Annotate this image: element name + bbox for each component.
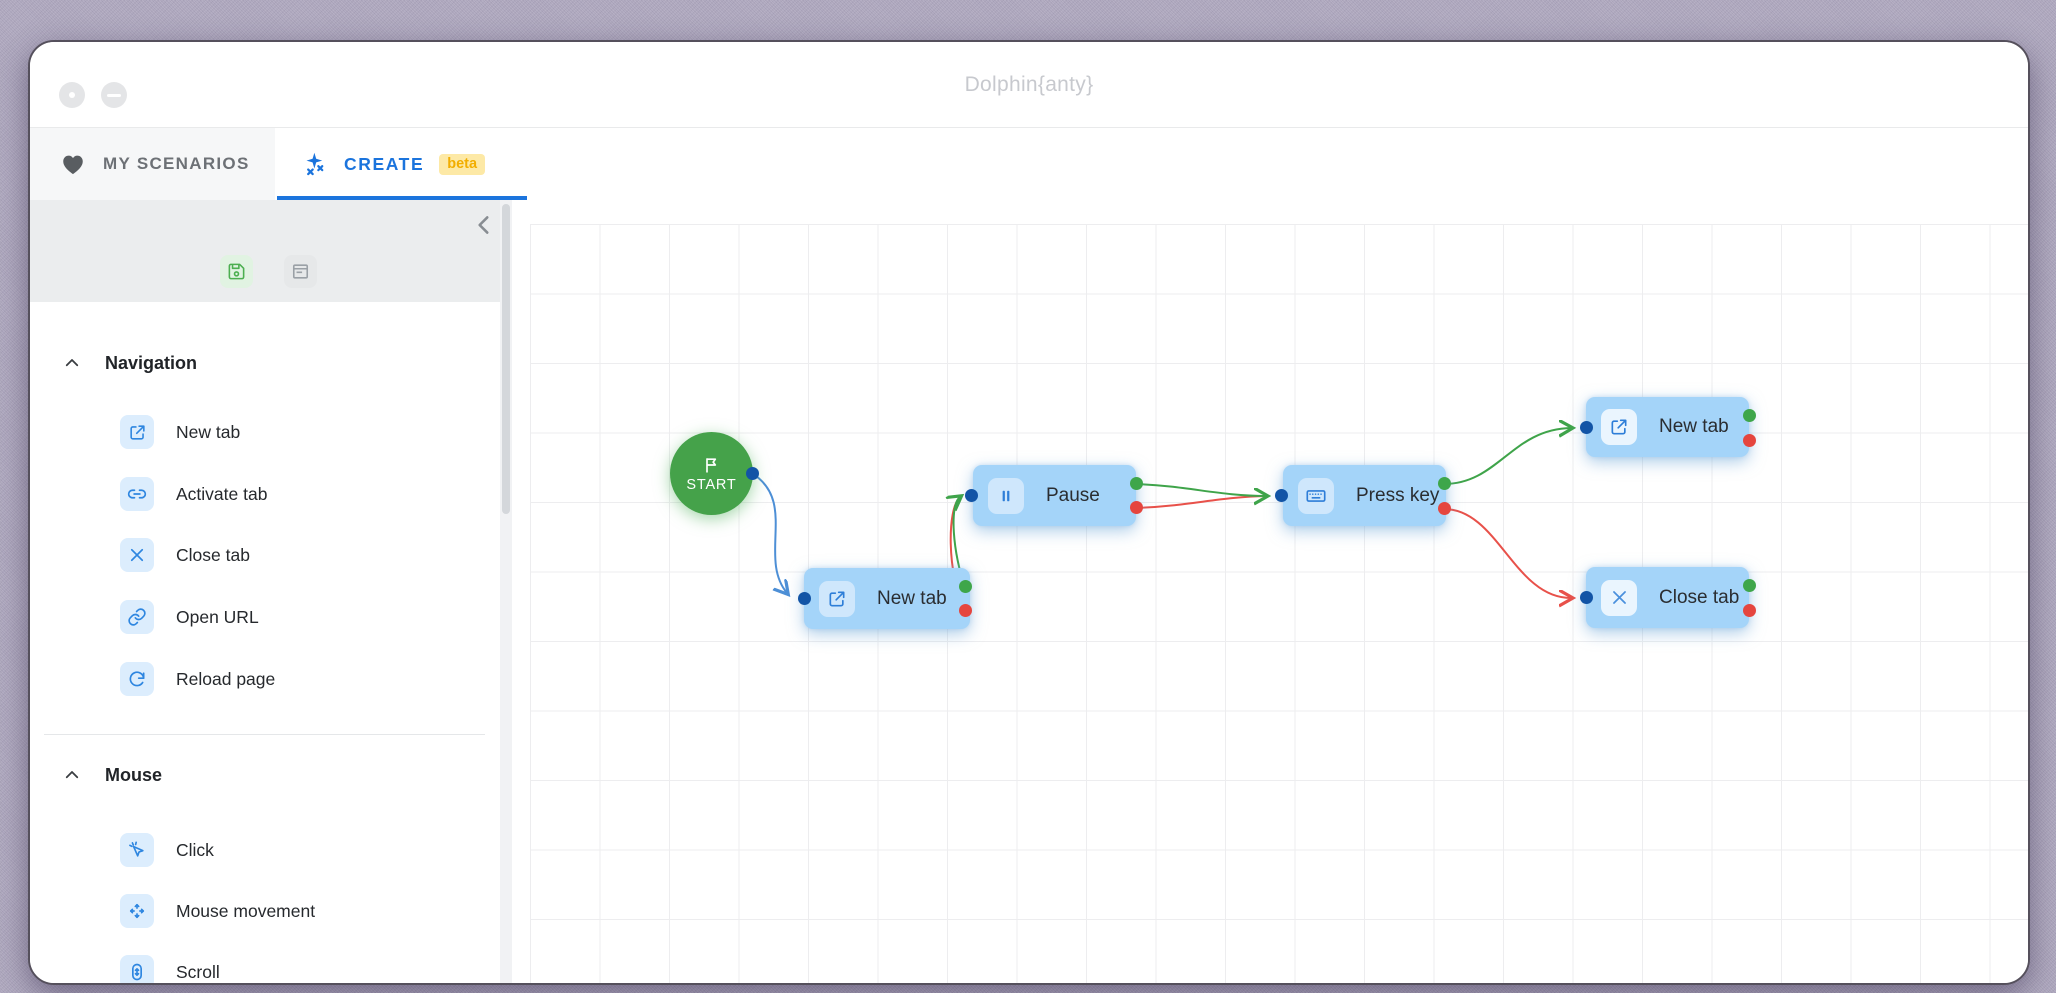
content-area: Navigation New tab	[30, 200, 2028, 983]
port-presskey-in[interactable]	[1274, 489, 1288, 502]
sidebar-toolbar	[30, 200, 500, 302]
node-start[interactable]: START	[670, 432, 753, 515]
port-newtab1-success[interactable]	[958, 580, 972, 593]
node-new-tab-2[interactable]: New tab	[1586, 397, 1749, 457]
port-pause-success[interactable]	[1129, 477, 1143, 490]
port-newtab1-in[interactable]	[797, 592, 811, 605]
sidebar-item-mouse-movement[interactable]: Mouse movement	[30, 880, 500, 942]
chevron-up-icon	[63, 766, 81, 784]
beta-badge: beta	[439, 153, 486, 175]
pause-icon	[988, 477, 1024, 514]
sidebar-item-label: Open URL	[176, 606, 259, 627]
sidebar-item-label: Mouse movement	[176, 900, 316, 921]
dot-icon	[69, 92, 75, 98]
activate-tab-icon	[120, 477, 154, 511]
port-newtab2-in[interactable]	[1579, 420, 1593, 434]
heart-icon	[60, 151, 86, 177]
blocks-sidebar: Navigation New tab	[30, 200, 500, 983]
chevron-up-icon	[63, 354, 81, 372]
port-closetab-in[interactable]	[1579, 591, 1593, 604]
sidebar-item-label: New tab	[176, 421, 241, 442]
close-tab-icon	[1601, 579, 1637, 616]
sidebar-item-new-tab[interactable]: New tab	[30, 401, 500, 463]
node-press-key[interactable]: Press key	[1283, 465, 1446, 526]
keyboard-icon	[1298, 477, 1334, 514]
node-pause[interactable]: Pause	[973, 465, 1136, 526]
section-mouse[interactable]: Mouse	[30, 744, 500, 806]
new-tab-icon	[1601, 409, 1637, 445]
mouse-movement-icon	[120, 894, 154, 928]
reload-page-icon	[120, 662, 154, 696]
section-title: Mouse	[105, 764, 163, 785]
sidebar-item-activate-tab[interactable]: Activate tab	[30, 463, 500, 525]
node-close-tab[interactable]: Close tab	[1586, 567, 1749, 628]
section-title: Navigation	[105, 352, 198, 373]
tab-label: CREATE	[344, 153, 425, 174]
tab-bar: MY SCENARIOS CREATE beta	[30, 128, 2028, 280]
tab-create[interactable]: CREATE beta	[275, 128, 527, 200]
tab-my-scenarios[interactable]: MY SCENARIOS	[30, 128, 275, 200]
sidebar-item-label: Scroll	[176, 961, 220, 982]
save-icon	[227, 262, 246, 281]
active-tab-indicator	[277, 196, 527, 200]
sidebar-item-label: Close tab	[176, 544, 250, 565]
collapse-sidebar-button[interactable]	[471, 210, 501, 240]
node-new-tab-1[interactable]: New tab	[804, 568, 970, 629]
section-divider	[44, 734, 485, 735]
port-presskey-success[interactable]	[1437, 477, 1451, 490]
port-pause-in[interactable]	[964, 489, 978, 502]
window-minimize-button[interactable]	[101, 82, 127, 108]
sidebar-item-label: Click	[176, 839, 214, 860]
sparkles-icon	[302, 151, 329, 178]
titlebar: Dolphin{anty}	[30, 42, 2028, 128]
sidebar-item-click[interactable]: Click	[30, 819, 500, 881]
section-navigation[interactable]: Navigation	[30, 332, 500, 394]
flag-icon	[702, 455, 722, 475]
sidebar-scrollbar-thumb[interactable]	[502, 204, 510, 514]
sidebar-item-label: Activate tab	[176, 483, 268, 504]
tab-label: MY SCENARIOS	[103, 154, 250, 173]
port-start-out[interactable]	[746, 467, 759, 480]
port-pause-error[interactable]	[1129, 501, 1143, 514]
port-newtab2-error[interactable]	[1742, 433, 1756, 447]
minimize-icon	[107, 93, 121, 97]
new-tab-icon	[120, 415, 154, 449]
click-icon	[120, 833, 154, 867]
sidebar-item-reload-page[interactable]: Reload page	[30, 648, 500, 710]
canvas-grid	[530, 224, 2028, 983]
port-newtab1-error[interactable]	[958, 604, 972, 617]
window-dot-button[interactable]	[59, 82, 85, 108]
chevron-left-icon	[471, 212, 501, 238]
node-label: Pause	[1046, 484, 1100, 506]
port-newtab2-success[interactable]	[1742, 408, 1756, 422]
port-presskey-error[interactable]	[1437, 502, 1451, 515]
scroll-icon	[120, 955, 154, 983]
node-label: New tab	[877, 587, 947, 609]
sidebar-item-close-tab[interactable]: Close tab	[30, 524, 500, 586]
port-closetab-error[interactable]	[1742, 604, 1756, 617]
app-window: Dolphin{anty} MY SCENARIOS CREAT	[28, 40, 2030, 985]
node-label: Close tab	[1659, 586, 1740, 608]
node-label: Press key	[1356, 484, 1440, 506]
sidebar-item-open-url[interactable]: Open URL	[30, 586, 500, 648]
log-icon	[291, 262, 310, 281]
open-url-icon	[120, 600, 154, 634]
flow-canvas[interactable]: START New tab	[512, 200, 2028, 983]
window-title: Dolphin{anty}	[964, 73, 1094, 96]
sidebar-item-scroll[interactable]: Scroll	[30, 941, 500, 983]
node-label: START	[686, 476, 737, 493]
close-tab-icon	[120, 538, 154, 572]
sidebar-scrollbar-track	[500, 200, 512, 983]
save-button[interactable]	[220, 255, 253, 288]
port-closetab-success[interactable]	[1742, 579, 1756, 592]
node-label: New tab	[1659, 416, 1729, 437]
new-tab-icon	[819, 580, 855, 617]
sidebar-item-label: Reload page	[176, 668, 276, 689]
log-button[interactable]	[284, 255, 317, 288]
